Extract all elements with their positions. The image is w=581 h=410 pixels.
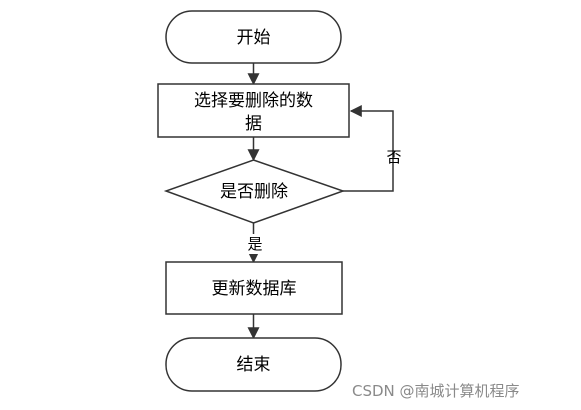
end-label: 结束 [237, 355, 271, 375]
start-label: 开始 [237, 28, 271, 48]
select-label-line2: 据 [245, 114, 262, 134]
end-terminal [165, 337, 342, 392]
select-process-box [157, 83, 350, 138]
no-edge-label: 否 [386, 148, 401, 166]
decision-label: 是否删除 [220, 182, 288, 202]
update-label: 更新数据库 [212, 279, 297, 299]
yes-edge-label: 是 [247, 235, 262, 253]
arrow-no-loop [343, 105, 394, 192]
watermark-text: CSDN @南城计算机程序 [352, 382, 520, 400]
select-label-line1: 选择要删除的数 [194, 91, 313, 111]
update-process-box [165, 261, 343, 315]
